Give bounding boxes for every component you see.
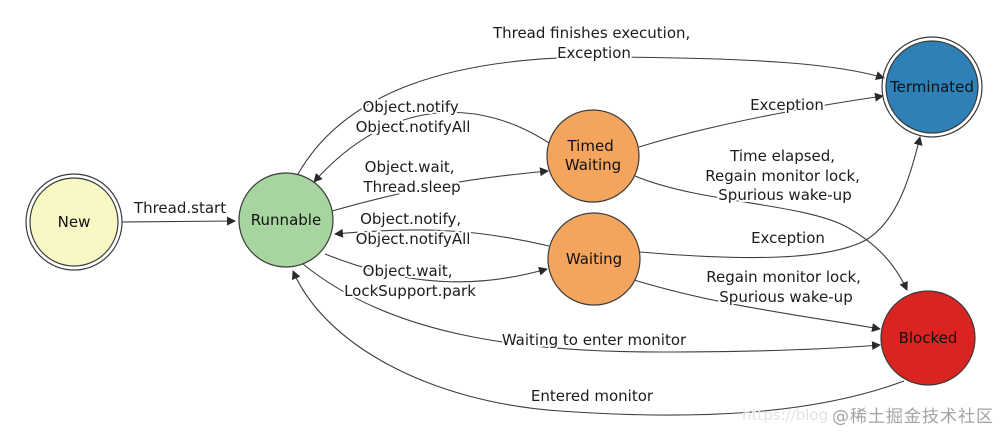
edge-waiting-to-blocked — [633, 279, 881, 333]
node-waiting: Waiting — [547, 212, 641, 306]
label-exception-timed: Exception — [750, 96, 824, 114]
label-regain-monitor: Regain monitor lock, Spurious wake-up — [706, 268, 865, 306]
edge-waiting-to-runnable — [334, 228, 550, 247]
label-object-notify-timed: Object.notify Object.notifyAll — [356, 98, 471, 136]
node-terminated-label: Terminated — [889, 78, 974, 96]
node-blocked: Blocked — [880, 290, 976, 386]
node-new-circle — [29, 177, 119, 267]
node-runnable-label: Runnable — [251, 211, 321, 229]
edge-runnable-to-waiting — [324, 253, 548, 283]
label-thread-start: Thread.start — [133, 199, 226, 217]
edge-runnable-to-timedwaiting — [331, 167, 549, 212]
edge-timedwaiting-to-blocked — [634, 175, 908, 291]
node-blocked-label: Blocked — [899, 329, 958, 347]
edge-labels: Thread.start Thread finishes execution, … — [131, 22, 865, 407]
node-timed-waiting: Timed Waiting — [546, 109, 640, 203]
edge-blocked-to-runnable — [292, 270, 905, 416]
label-object-wait-park: Object.wait, LockSupport.park — [344, 262, 476, 300]
label-entered-monitor: Entered monitor — [531, 387, 654, 405]
node-waiting-label: Waiting — [566, 250, 622, 268]
edge-new-to-runnable — [121, 216, 236, 226]
label-waiting-to-enter: Waiting to enter monitor — [502, 331, 687, 349]
label-thread-finishes: Thread finishes execution, Exception — [492, 24, 695, 62]
node-blocked-circle — [880, 290, 976, 386]
edge-timedwaiting-to-runnable — [313, 111, 550, 183]
edge-runnable-to-blocked — [302, 263, 881, 353]
nodes: New Runnable Timed Waiting Waiting — [25, 36, 983, 386]
node-waiting-circle — [547, 212, 641, 306]
node-new: New — [25, 173, 123, 271]
label-time-elapsed: Time elapsed, Regain monitor lock, Spuri… — [705, 147, 864, 204]
edge-timedwaiting-to-terminated-exception — [638, 92, 884, 148]
node-terminated: Terminated — [881, 36, 983, 138]
node-new-outer-ring — [25, 173, 123, 271]
community-watermark: @稀土掘金技术社区 — [832, 407, 994, 427]
node-runnable: Runnable — [238, 172, 334, 268]
edges — [121, 56, 923, 416]
edge-waiting-to-terminated-exception — [639, 136, 923, 259]
label-object-notify-waiting: Object.notify, Object.notifyAll — [356, 210, 471, 248]
faint-url-watermark: https://blog — [742, 406, 829, 424]
node-timed-waiting-circle — [546, 109, 640, 203]
node-terminated-outer-ring — [881, 36, 983, 138]
edge-runnable-to-terminated — [297, 56, 885, 175]
node-timed-waiting-label: Timed Waiting — [565, 137, 621, 174]
node-new-label: New — [58, 213, 91, 231]
node-terminated-circle — [885, 40, 979, 134]
label-exception-waiting: Exception — [751, 229, 825, 247]
node-runnable-circle — [238, 172, 334, 268]
label-object-wait-sleep: Object.wait, Thread.sleep — [362, 158, 460, 196]
